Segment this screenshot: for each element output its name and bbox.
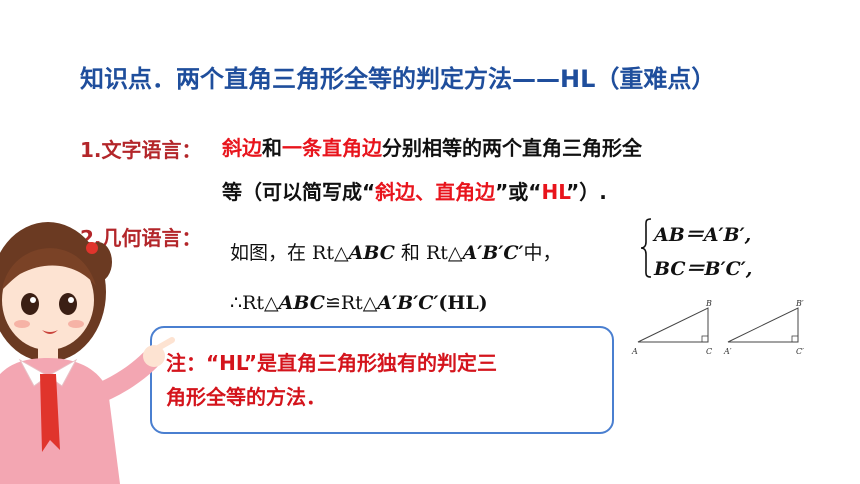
condition-1-text: AB＝A′B′,: [654, 224, 752, 246]
text-line2-a: 等（可以简写成“: [222, 180, 376, 204]
text-rest: 分别相等的两个直角三角形全: [382, 136, 642, 160]
text-and: 和: [262, 136, 282, 160]
tri1-vertex-b: B: [705, 299, 712, 308]
condition-2-text: BC＝B′C′,: [654, 258, 753, 280]
note-box: [150, 326, 614, 434]
concl-b: ≌Rt△: [324, 292, 378, 314]
tri1-vertex-c: C: [706, 347, 712, 356]
concl-a: ∴Rt△: [230, 292, 279, 314]
concl-c: (HL): [438, 292, 488, 314]
text-line2-e: ”）.: [566, 180, 607, 204]
condition-2: BC＝B′C′,: [654, 254, 752, 281]
text-line2-c: ”或“: [495, 180, 542, 204]
abbr-term: 斜边、直角边: [375, 180, 496, 204]
text-language-label: 1.文字语言：: [80, 138, 202, 162]
text-language-line1: 斜边和一条直角边分别相等的两个直角三角形全: [222, 136, 782, 160]
triangle-figures: A B C A′ B′ C′: [631, 299, 804, 356]
leg-term: 一条直角边: [282, 136, 382, 160]
note-line1: 注：“HL”是直角三角形独有的判定三: [166, 351, 497, 375]
tri1-vertex-a: A: [631, 347, 638, 356]
page-title: 知识点．两个直角三角形全等的判定方法——HL（重难点）: [80, 65, 716, 93]
concl-tri2: A′B′C′: [377, 292, 439, 314]
hypotenuse-term: 斜边: [222, 136, 262, 160]
geo-and-text: 和 Rt△: [394, 242, 463, 264]
tri2-vertex-c: C′: [796, 347, 804, 356]
geometry-conclusion: ∴Rt△ABC≌Rt△A′B′C′(HL): [230, 292, 488, 314]
condition-1: AB＝A′B′,: [654, 220, 751, 247]
concl-tri1: ABC: [278, 292, 325, 314]
tri2-name: A′B′C′: [462, 242, 524, 264]
geo-intro-text: 如图，在 Rt△: [230, 242, 349, 264]
note-line2: 角形全等的方法．: [166, 385, 326, 409]
geo-zhong-text: 中，: [523, 242, 562, 264]
hl-term: HL: [541, 180, 567, 204]
geometry-intro: 如图，在 Rt△ABC 和 Rt△A′B′C′中，: [230, 238, 561, 265]
cartoon-girl-illustration: [0, 222, 175, 484]
tri2-vertex-a: A′: [723, 347, 732, 356]
tri1-name: ABC: [348, 242, 395, 264]
tri2-vertex-b: B′: [795, 299, 804, 308]
curly-brace-icon: [640, 218, 652, 278]
note-text: 注：“HL”是直角三角形独有的判定三 角形全等的方法．: [166, 346, 606, 414]
text-language-line2: 等（可以简写成“斜边、直角边”或“HL”）.: [222, 180, 782, 204]
